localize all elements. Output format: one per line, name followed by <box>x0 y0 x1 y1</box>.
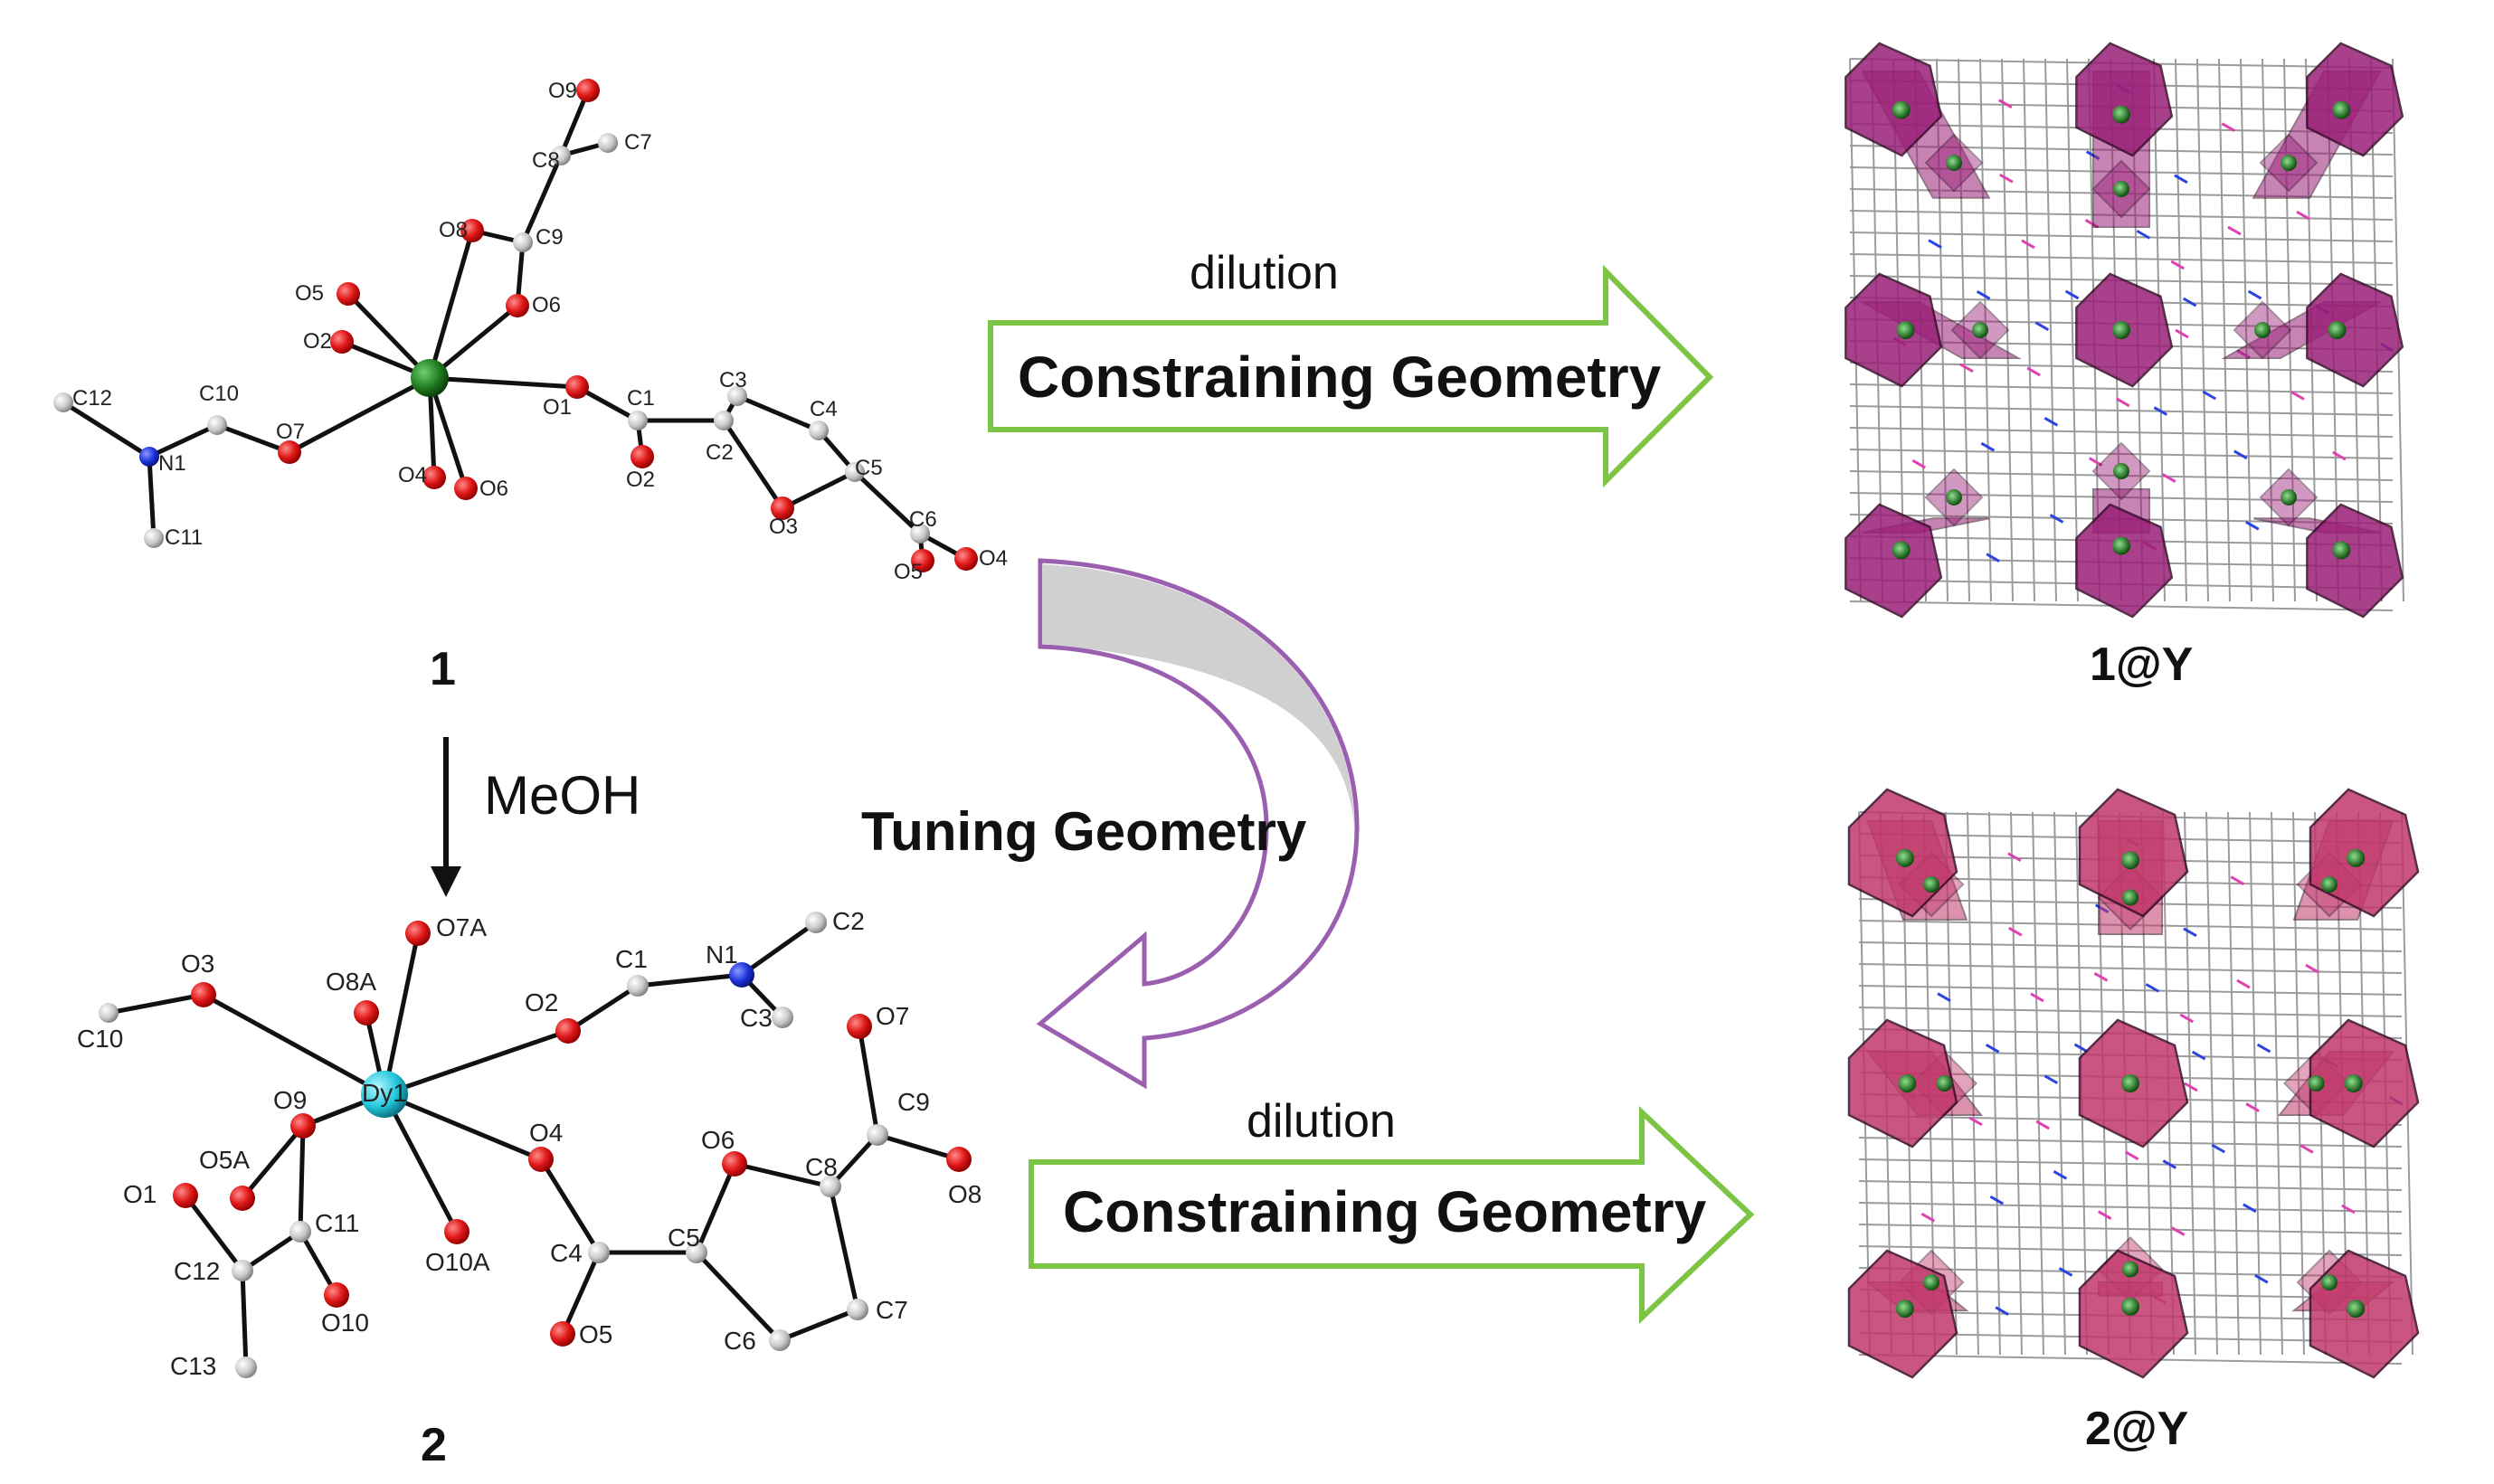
atom-label: O6 <box>479 477 508 501</box>
atom-label: O8A <box>326 968 376 996</box>
atom-label: O6 <box>532 293 561 317</box>
atom-label: C10 <box>77 1025 123 1053</box>
atom-label: O5 <box>579 1320 612 1348</box>
tuning-geometry-label: Tuning Geometry <box>861 801 1307 862</box>
atom-label: O10A <box>425 1248 490 1276</box>
atom-label: O1 <box>123 1180 156 1208</box>
atom-label: C1 <box>615 945 648 973</box>
atom-label: O10 <box>321 1309 369 1337</box>
atom-label: C9 <box>897 1088 930 1116</box>
meoh-label: MeOH <box>484 765 641 826</box>
tuning-arrow-shading <box>1042 564 1354 827</box>
molecule-1-atoms <box>53 79 978 572</box>
atom-label: O3 <box>769 515 798 539</box>
atom-label: C3 <box>740 1004 773 1032</box>
atom-label: C4 <box>550 1239 583 1267</box>
atom-label: C7 <box>624 130 652 155</box>
constraining-geometry-label-top: Constraining Geometry <box>1018 345 1662 410</box>
atom-label: O9 <box>548 79 577 103</box>
dilution-arrow-bottom <box>1029 1106 1755 1324</box>
atom-label: C13 <box>170 1352 216 1380</box>
molecule-1-structure <box>62 90 968 562</box>
dilution-label-top: dilution <box>1190 247 1339 299</box>
atom-label: O4 <box>979 546 1008 571</box>
atom-label: C12 <box>72 386 112 411</box>
atom-label: N1 <box>158 451 186 476</box>
atom-label: O8 <box>948 1180 981 1208</box>
atom-label: Dy1 <box>362 1079 407 1107</box>
atom-label: C6 <box>724 1327 756 1355</box>
atom-label: C6 <box>909 507 937 532</box>
atom-label: O4 <box>529 1119 563 1147</box>
atom-label: C8 <box>805 1153 838 1181</box>
atom-label: O2 <box>303 329 332 354</box>
constraining-geometry-label-bottom: Constraining Geometry <box>1063 1179 1707 1244</box>
linker-accents <box>1901 837 2404 1317</box>
atom-label: C12 <box>174 1257 220 1285</box>
linker-lattice <box>1849 58 2404 611</box>
atom-label: O9 <box>273 1086 307 1114</box>
packing-1-at-y <box>1844 42 2404 619</box>
atom-label: C11 <box>315 1209 359 1237</box>
polyhedra <box>1844 42 2404 619</box>
atom-label: C7 <box>876 1296 908 1324</box>
atom-label: O7 <box>276 420 305 444</box>
atom-label: O4 <box>398 463 427 487</box>
compound-2-label: 2 <box>421 1419 447 1471</box>
atom-label: C4 <box>810 397 838 421</box>
atom-label: O6 <box>701 1126 735 1154</box>
atom-label: C5 <box>668 1224 700 1252</box>
atom-label: O5 <box>295 281 324 306</box>
atom-label: C2 <box>706 440 734 465</box>
meoh-arrow <box>431 737 461 897</box>
molecule-2-atoms <box>99 912 972 1378</box>
packing-2-at-y <box>1847 788 2420 1379</box>
atom-label: O7 <box>876 1002 909 1030</box>
compound-1y-label: 1@Y <box>2090 638 2194 691</box>
compound-1-label: 1 <box>430 643 456 695</box>
atom-label: C8 <box>532 148 560 173</box>
atom-label: O2 <box>626 468 655 492</box>
atom-label: O3 <box>181 950 214 978</box>
atom-label: O2 <box>525 988 558 1016</box>
atom-label: O1 <box>543 395 572 420</box>
atom-label: O7A <box>436 913 487 941</box>
atom-label: C1 <box>627 386 655 411</box>
atom-label: O8 <box>439 218 468 242</box>
dilution-arrow-top <box>988 264 1714 488</box>
atom-label: O5A <box>199 1146 250 1174</box>
atom-label: C2 <box>832 907 865 935</box>
atom-label: C3 <box>719 368 747 392</box>
molecule-2-atom-labels: O3 C10 O8A O7A Dy1 O9 O5A O1 C11 C12 O10… <box>77 907 981 1380</box>
compound-2y-label: 2@Y <box>2085 1403 2189 1455</box>
atom-label: O5 <box>894 560 923 584</box>
atom-label: C5 <box>855 456 883 480</box>
polyhedra <box>1847 788 2420 1379</box>
atom-label: C9 <box>536 225 564 250</box>
atom-label: C10 <box>199 382 239 406</box>
dilution-label-bottom: dilution <box>1247 1095 1396 1148</box>
atom-label: C11 <box>165 525 203 550</box>
molecule-1-atom-labels: C12 C10 N1 C11 O7 O5 O2 O8 C9 O6 C8 C7 O… <box>72 79 1008 584</box>
atom-label: N1 <box>706 940 738 969</box>
